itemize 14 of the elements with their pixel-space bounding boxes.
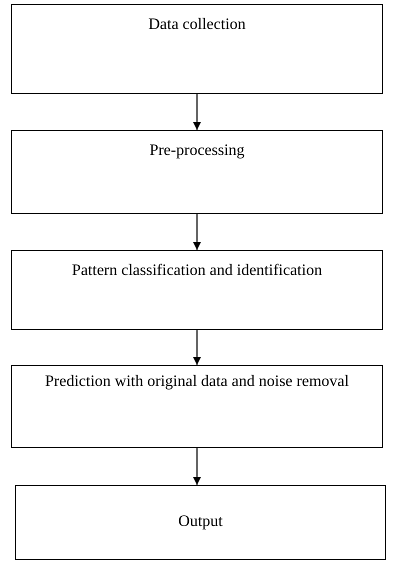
process-box: [11, 4, 383, 94]
box-label: Data collection: [147, 15, 247, 35]
box-label: Pattern classification and identification: [70, 261, 324, 281]
arrow: [193, 448, 201, 485]
arrow: [193, 94, 201, 130]
arrow: [193, 214, 201, 250]
process-box: [11, 130, 383, 214]
box-label: Output: [177, 512, 224, 532]
process-box: [11, 250, 383, 330]
arrow: [193, 330, 201, 365]
process-box: [11, 365, 383, 448]
box-label: Prediction with original data and noise removal: [44, 372, 350, 392]
box-label: Pre-processing: [148, 141, 246, 161]
process-box: [15, 485, 386, 560]
